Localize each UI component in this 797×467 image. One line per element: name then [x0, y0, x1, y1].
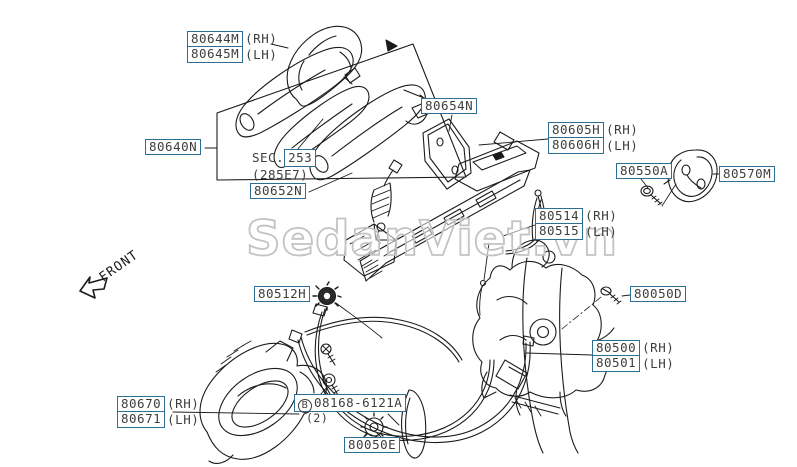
label-base-pair: 80605H(RH) 80606H(LH)	[548, 122, 638, 154]
handle-group-frame	[216, 39, 467, 181]
label-endcap-pair: 80644M(RH) 80645M(LH)	[187, 31, 277, 63]
side-suffix: (LH)	[245, 47, 278, 62]
side-suffix: (LH)	[585, 224, 618, 239]
part-label-80644M[interactable]: 80644M	[187, 31, 244, 47]
label-rod-pair: 80514(RH) 80515(LH)	[535, 208, 617, 240]
label-80570M: 80570M	[719, 166, 776, 182]
label-sec-253: SEC.253 (285E7)	[252, 149, 317, 182]
part-label-80654N[interactable]: 80654N	[421, 98, 478, 114]
part-label-80500[interactable]: 80500	[592, 340, 641, 356]
side-suffix: (LH)	[642, 356, 675, 371]
lock-screw-drawing	[561, 286, 622, 330]
direction-arrow-mark	[385, 39, 398, 52]
lock-cables-drawing	[288, 257, 579, 459]
lock-rod-spring-drawing	[370, 159, 403, 244]
part-label-80514[interactable]: 80514	[535, 208, 584, 224]
side-suffix: (LH)	[606, 138, 639, 153]
inside-handle-drawing	[199, 340, 328, 464]
side-suffix: (RH)	[606, 122, 639, 137]
striker-bolt-drawing	[640, 183, 677, 207]
label-80050D: 80050D	[630, 286, 687, 302]
sec-code-label[interactable]: 253	[284, 149, 317, 167]
front-arrow-icon	[79, 276, 108, 299]
part-label-80550A[interactable]: 80550A	[616, 163, 673, 179]
bolt-quantity: (2)	[306, 411, 329, 425]
part-label-80050E[interactable]: 80050E	[344, 437, 401, 453]
label-80550A: 80550A	[616, 163, 673, 179]
grommet-drawing	[312, 281, 383, 339]
handle-base-drawing	[343, 131, 540, 282]
part-label-80640N[interactable]: 80640N	[145, 139, 202, 155]
sec-prefix: SEC.	[252, 150, 285, 165]
circled-b-badge: B	[298, 399, 312, 413]
label-80640N: 80640N	[145, 139, 202, 155]
side-suffix: (RH)	[642, 340, 675, 355]
part-label-80645M[interactable]: 80645M	[187, 47, 244, 63]
gasket-drawing	[422, 118, 472, 190]
side-suffix: (LH)	[167, 412, 200, 427]
part-label-80670[interactable]: 80670	[117, 396, 166, 412]
mount-bolts-drawing	[320, 343, 340, 396]
side-suffix: (RH)	[585, 208, 618, 223]
part-label-80501[interactable]: 80501	[592, 356, 641, 372]
side-suffix: (RH)	[167, 396, 200, 411]
side-suffix: (RH)	[245, 31, 278, 46]
leader-lines	[172, 43, 720, 438]
part-label-80570M[interactable]: 80570M	[719, 166, 776, 182]
sec-detail: (285E7)	[252, 167, 309, 182]
part-label-80671[interactable]: 80671	[117, 412, 166, 428]
label-80050E: 80050E	[344, 437, 401, 453]
label-inside-handle-pair: 80670(RH) 80671(LH)	[117, 396, 199, 428]
part-label-80512H[interactable]: 80512H	[254, 286, 311, 302]
label-80512H: 80512H	[254, 286, 311, 302]
part-label-80605H[interactable]: 80605H	[548, 122, 605, 138]
label-lock-pair: 80500(RH) 80501(LH)	[592, 340, 674, 372]
part-label-80050D[interactable]: 80050D	[630, 286, 687, 302]
bolt-part-number: 08168-6121A	[314, 395, 403, 410]
label-80654N: 80654N	[421, 98, 478, 114]
part-label-80652N[interactable]: 80652N	[250, 183, 307, 199]
part-label-80515[interactable]: 80515	[535, 224, 584, 240]
clip-drawing	[360, 412, 388, 442]
label-80652N: 80652N	[250, 183, 307, 199]
front-direction-label: FRONT	[97, 248, 142, 286]
part-label-80606H[interactable]: 80606H	[548, 138, 605, 154]
